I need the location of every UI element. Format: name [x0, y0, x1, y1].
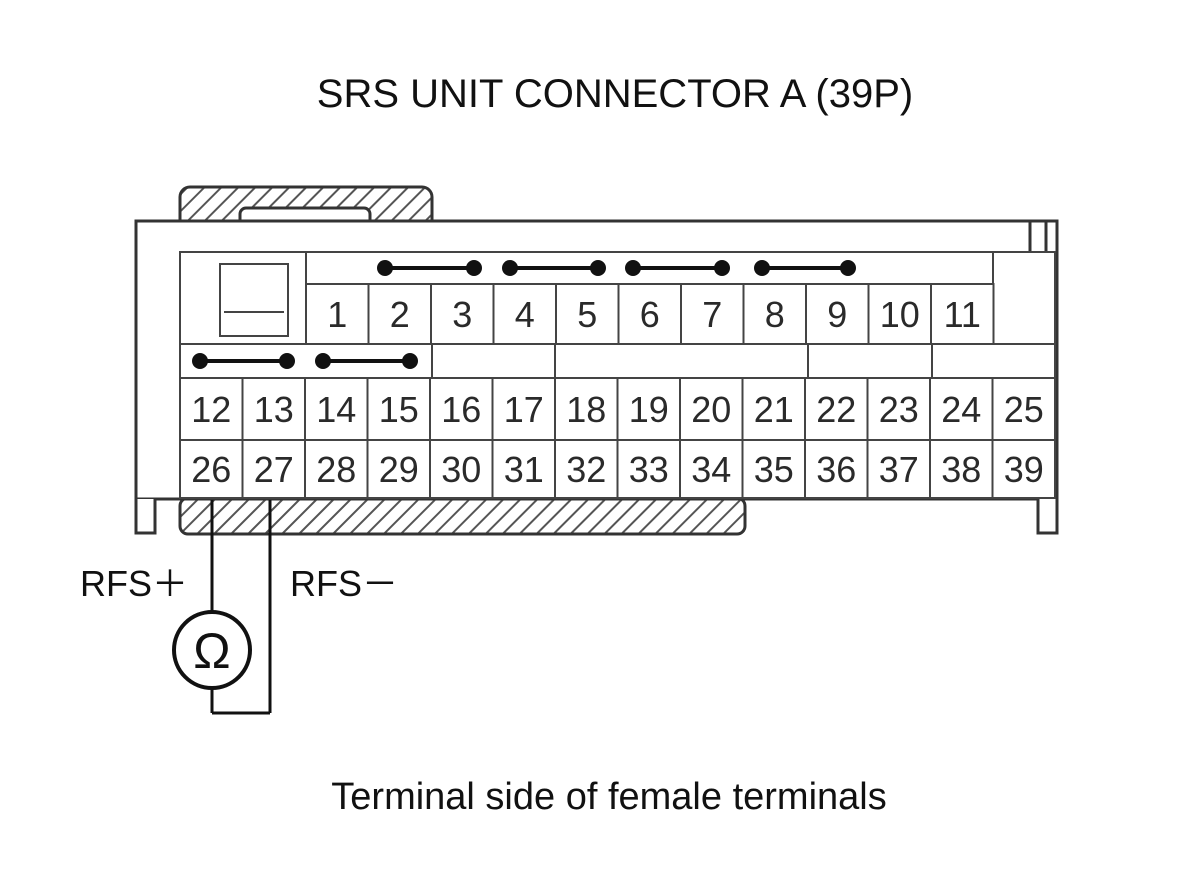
terminal-number: 35: [754, 449, 794, 490]
terminal-number: 18: [566, 389, 606, 430]
terminal-15: 15: [366, 377, 431, 441]
terminal-number: 2: [390, 294, 410, 335]
terminal-number: 33: [629, 449, 669, 490]
terminal-13: 13: [241, 377, 306, 441]
terminal-number: 36: [816, 449, 856, 490]
terminal-number: 22: [816, 389, 856, 430]
terminal-6: 6: [617, 283, 682, 345]
terminal-number: 3: [452, 294, 472, 335]
terminal-number: 30: [441, 449, 481, 490]
terminal-18: 18: [554, 377, 619, 441]
short-bar-8-9: [754, 260, 856, 276]
terminal-number: 10: [880, 294, 920, 335]
diagram-title: SRS UNIT CONNECTOR A (39P): [316, 72, 914, 116]
terminal-number: 39: [1004, 449, 1044, 490]
terminal-27: 27: [241, 439, 306, 499]
terminal-row-2: 12 13 14 15 16 17 18 19 20 21 22 23 24 25: [179, 377, 1056, 441]
short-bar-4-5: [502, 260, 606, 276]
ohm-symbol: Ω: [193, 623, 230, 679]
terminal-19: 19: [616, 377, 681, 441]
shorting-bars: [192, 260, 856, 369]
terminal-32: 32: [554, 439, 619, 499]
short-bar-12-13: [192, 353, 295, 369]
terminal-number: 7: [702, 294, 722, 335]
short-bar-14-15: [315, 353, 418, 369]
terminal-22: 22: [804, 377, 869, 441]
terminal-28: 28: [304, 439, 369, 499]
terminal-row-1: 1 2 3 4 5 6 7 8 9 10 11: [305, 283, 995, 345]
terminal-number: 17: [504, 389, 544, 430]
terminal-17: 17: [491, 377, 556, 441]
terminal-21: 21: [741, 377, 806, 441]
row2-header-strip: [179, 343, 1056, 379]
terminal-29: 29: [366, 439, 431, 499]
terminal-31: 31: [491, 439, 556, 499]
terminal-number: 12: [191, 389, 231, 430]
probe-label-positive: RFS＋: [80, 563, 188, 604]
terminal-14: 14: [304, 377, 369, 441]
terminal-number: 26: [191, 449, 231, 490]
terminal-35: 35: [741, 439, 806, 499]
terminal-38: 38: [929, 439, 994, 499]
terminal-39: 39: [991, 439, 1056, 499]
terminal-30: 30: [429, 439, 494, 499]
bottom-hatch-bar: [178, 496, 747, 536]
terminal-number: 9: [827, 294, 847, 335]
terminal-number: 14: [316, 389, 356, 430]
probe-label-negative: RFS－: [290, 563, 398, 604]
terminal-number: 15: [379, 389, 419, 430]
terminal-number: 4: [515, 294, 535, 335]
terminal-number: 27: [254, 449, 294, 490]
terminal-number: 34: [691, 449, 731, 490]
terminal-number: 11: [944, 294, 981, 335]
terminal-number: 8: [765, 294, 785, 335]
terminal-row-3: 26 27 28 29 30 31 32 33 34 35 36 37 38 39: [179, 439, 1056, 499]
terminal-25: 25: [991, 377, 1056, 441]
terminal-10: 10: [867, 283, 932, 345]
terminal-37: 37: [866, 439, 931, 499]
terminal-16: 16: [429, 377, 494, 441]
terminal-number: 20: [691, 389, 731, 430]
terminal-number: 1: [327, 294, 347, 335]
short-bar-6-7: [625, 260, 730, 276]
ohmmeter-circuit: Ω RFS＋ RFS－: [80, 500, 398, 715]
diagram-caption: Terminal side of female terminals: [331, 776, 887, 818]
terminal-number: 28: [316, 449, 356, 490]
terminal-number: 25: [1004, 389, 1044, 430]
terminal-36: 36: [804, 439, 869, 499]
terminal-number: 29: [379, 449, 419, 490]
terminal-9: 9: [805, 283, 870, 345]
ohmmeter: [172, 610, 252, 690]
terminal-3: 3: [430, 283, 495, 345]
terminal-5: 5: [555, 283, 620, 345]
terminal-number: 24: [941, 389, 981, 430]
terminal-33: 33: [616, 439, 681, 499]
terminal-8: 8: [742, 283, 807, 345]
terminal-number: 31: [504, 449, 544, 490]
terminal-4: 4: [492, 283, 557, 345]
terminal-number: 13: [254, 389, 294, 430]
terminal-1: 1: [305, 283, 370, 345]
terminal-number: 6: [640, 294, 660, 335]
lock-key: [219, 263, 289, 337]
terminal-24: 24: [929, 377, 994, 441]
terminal-number: 37: [879, 449, 919, 490]
terminal-34: 34: [679, 439, 744, 499]
terminal-number: 23: [879, 389, 919, 430]
terminal-number: 32: [566, 449, 606, 490]
terminal-number: 5: [577, 294, 597, 335]
terminal-number: 21: [754, 389, 794, 430]
terminal-23: 23: [866, 377, 931, 441]
terminal-number: 16: [441, 389, 481, 430]
terminal-number: 19: [629, 389, 669, 430]
terminal-2: 2: [367, 283, 432, 345]
terminal-7: 7: [680, 283, 745, 345]
terminal-12: 12: [179, 377, 244, 441]
terminal-11: 11: [930, 283, 995, 345]
terminal-26: 26: [179, 439, 244, 499]
short-bar-2-3: [377, 260, 482, 276]
terminal-20: 20: [679, 377, 744, 441]
terminal-number: 38: [941, 449, 981, 490]
